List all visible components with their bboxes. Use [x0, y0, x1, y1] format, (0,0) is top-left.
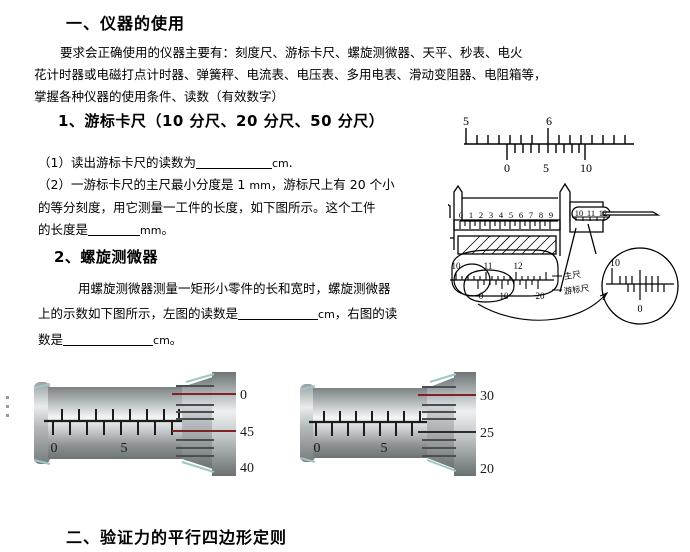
question1-prefix: （1）读出游标卡尺的读数为	[38, 155, 196, 170]
caliper-digit-9: 9	[549, 210, 553, 220]
subsection1-heading: 1、游标卡尺（10 分尺、20 分尺、50 分尺）	[58, 112, 385, 130]
caliper-digit-7: 7	[529, 210, 533, 220]
micrometer-left-thimble-45: 45	[240, 425, 254, 440]
caliper-callout-main-scale: 主尺	[563, 269, 582, 282]
caliper-detail-main-11: 11	[484, 261, 493, 271]
question-3: 用螺旋测微器测量一矩形小零件的长和宽时，螺旋测微器 上的示数如下图所示，左图的读…	[38, 276, 458, 353]
subsection2-heading: 2、螺旋测微器	[54, 248, 158, 266]
vernier-scale-diagram: 5 6 0 5 10	[463, 114, 634, 174]
magnifier-label-0: 0	[638, 304, 643, 315]
caliper-digit-1: 1	[469, 210, 473, 220]
section1-heading: 一、仪器的使用	[66, 14, 186, 33]
question3-line3b: 。	[169, 332, 183, 347]
question-2: （2）一游标卡尺的主尺最小分度是 1 mm，游标尺上有 20 个小 的等分刻度，…	[38, 174, 458, 242]
caliper-thimble-digit-11: 11	[587, 208, 595, 218]
caliper-detail-vernier-10: 10	[500, 291, 510, 301]
caliper-digit-4: 4	[499, 210, 504, 220]
question1-answer-blank[interactable]	[195, 155, 272, 169]
caliper-thimble-digit-10: 10	[575, 208, 584, 218]
caliper-thimble-digit-12: 12	[599, 208, 608, 218]
intro-line-3: 掌握各种仪器的使用条件、读数（有效数字）	[34, 89, 285, 104]
question2-line1a: （2）一游标卡尺的主尺最小分度是 1	[38, 177, 250, 192]
question3-line1: 用螺旋测微器测量一矩形小零件的长和宽时，螺旋测微器	[78, 281, 391, 296]
micrometer-right-thimble-20: 20	[480, 462, 494, 477]
micrometer-right-thimble-25: 25	[480, 426, 494, 441]
question3-line2-unit: cm	[318, 308, 335, 321]
question1-unit: cm	[271, 157, 289, 170]
caliper-digit-5: 5	[509, 210, 513, 220]
question3-line2a: 上的示数如下图所示，左图的读数是	[38, 306, 239, 321]
vernier-caliper-diagram: 0 1 2 3 4 5 6 7 8 9 10 11 12	[448, 182, 679, 325]
question3-answer-blank-right[interactable]	[63, 332, 154, 346]
caliper-digit-0: 0	[459, 210, 463, 220]
question2-line3-unit: mm	[140, 224, 162, 237]
intro-paragraph: 要求会正确使用的仪器主要有：刻度尺、游标卡尺、螺旋测微器、天平、秒表、电火 花计…	[34, 42, 614, 108]
section2-heading: 二、验证力的平行四边形定则	[66, 528, 288, 547]
magnifier-label-10: 10	[610, 258, 620, 269]
question2-line3a: 的长度是	[38, 222, 89, 237]
intro-line-1: 要求会正确使用的仪器主要有：刻度尺、游标卡尺、螺旋测微器、天平、秒表、电火	[60, 45, 523, 60]
question3-answer-blank-left[interactable]	[238, 306, 319, 320]
ruler-vernier-label-10: 10	[580, 161, 592, 174]
question2-line3b: 。	[161, 222, 174, 237]
caliper-detail-main-10: 10	[452, 261, 462, 271]
ruler-main-label-5: 5	[463, 114, 469, 128]
caliper-callout-vernier-scale: 游标尺	[563, 283, 590, 298]
left-margin-marker	[6, 396, 9, 423]
micrometer-right-sleeve-0: 0	[314, 441, 321, 456]
caliper-digit-3: 3	[489, 210, 493, 220]
question-1: （1）读出游标卡尺的读数为 cm.	[38, 152, 458, 175]
micrometer-right: 0 5 30 25 20	[299, 372, 494, 477]
question2-answer-blank[interactable]	[88, 222, 141, 236]
question3-line3a: 数是	[38, 332, 64, 347]
micrometer-left-sleeve-5: 5	[121, 441, 128, 456]
question2-line2: 的等分刻度，用它测量一工件的长度，如下图所示。这个工件	[38, 200, 376, 215]
question2-line1b: ，游标尺上有 20 个小	[270, 177, 395, 192]
caliper-detail-vernier-20: 20	[536, 291, 546, 301]
caliper-digit-2: 2	[479, 210, 483, 220]
ruler-vernier-label-5: 5	[543, 161, 549, 174]
question3-line2b: ，右图的读	[334, 306, 398, 321]
question2-line1-unit: mm	[249, 179, 271, 192]
ruler-main-label-6: 6	[546, 114, 552, 128]
caliper-detail-main-12: 12	[514, 261, 523, 271]
intro-line-2: 花计时器或电磁打点计时器、弹簧秤、电流表、电压表、多用电表、滑动变阻器、电阻箱等…	[34, 67, 547, 82]
micrometer-right-thimble-30: 30	[480, 389, 494, 404]
micrometer-right-sleeve-5: 5	[381, 441, 388, 456]
question3-line3-unit: cm	[153, 334, 170, 347]
micrometer-left-sleeve-0: 0	[51, 441, 58, 456]
question1-suffix: .	[288, 155, 293, 170]
caliper-detail-vernier-0: 0	[479, 291, 484, 301]
micrometer-left: 0 5 0 45 40	[33, 372, 254, 476]
micrometer-left-thimble-40: 40	[240, 461, 254, 476]
caliper-digit-6: 6	[519, 210, 523, 220]
ruler-vernier-label-0: 0	[504, 161, 510, 174]
caliper-digit-8: 8	[539, 210, 543, 220]
micrometer-left-thimble-0: 0	[240, 388, 247, 403]
